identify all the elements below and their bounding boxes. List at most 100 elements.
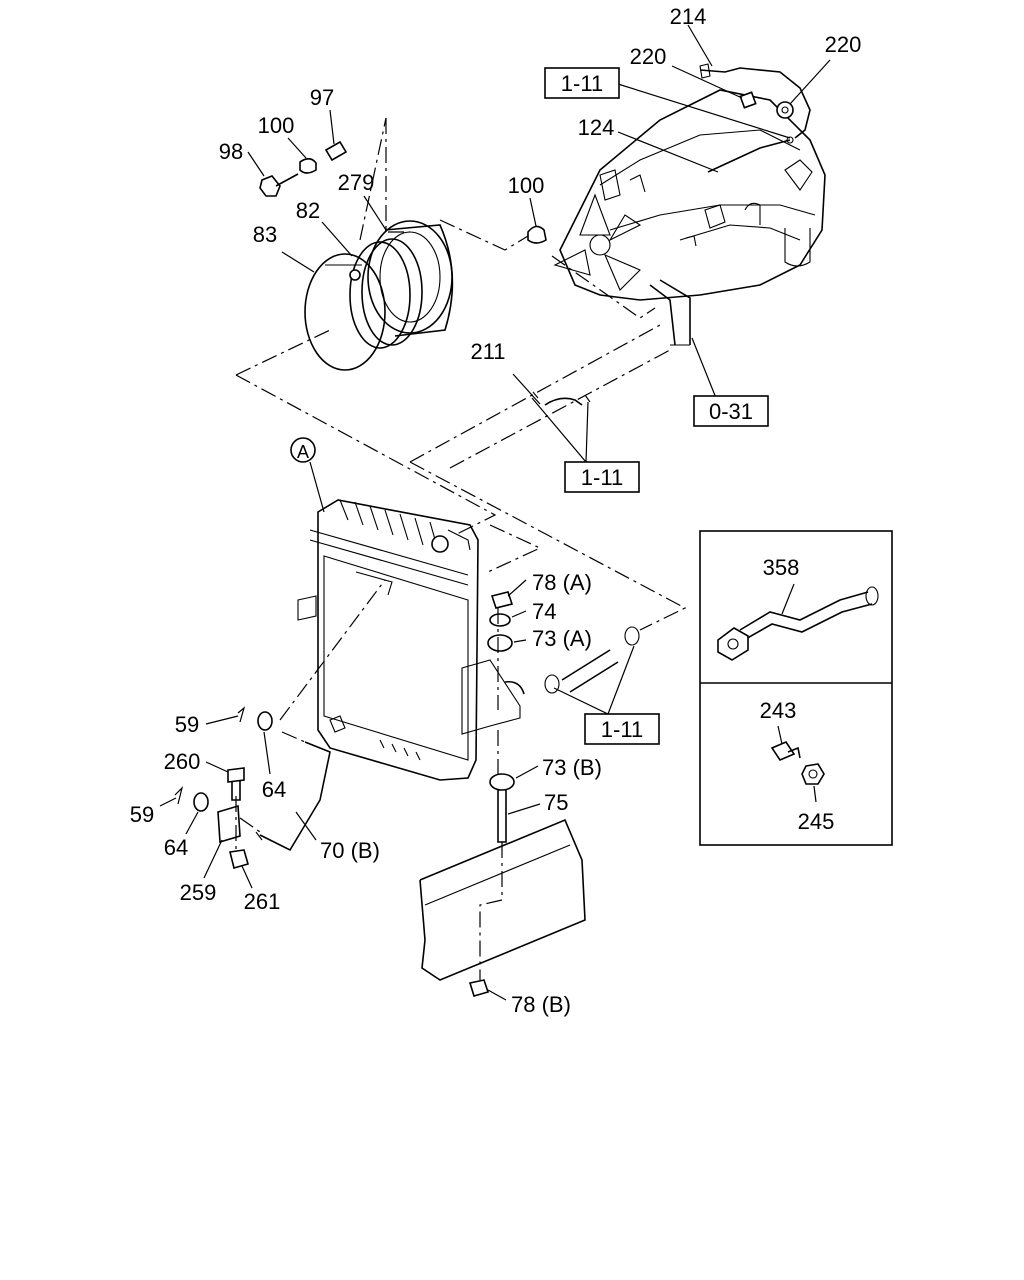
radiator-core (323, 555, 469, 761)
label-73a: 73 (A) (532, 626, 592, 651)
ref-box-1-11-b[interactable]: 1-11 (564, 461, 640, 493)
label-82: 82 (296, 198, 320, 223)
leader-245 (813, 785, 817, 803)
leader-83 (281, 251, 315, 273)
ref-label: 1-11 (581, 465, 623, 490)
label-64a: 64 (262, 777, 286, 802)
leader-243 (777, 725, 783, 745)
bolt-98 (259, 173, 299, 197)
leader-73a (513, 639, 527, 643)
radiator-top-bars (309, 529, 469, 586)
engine-pan-line (679, 224, 801, 241)
thermostat-outlet (629, 174, 646, 193)
cooling-fan (553, 193, 642, 291)
label-83: 83 (253, 222, 277, 247)
conn-fan (551, 255, 656, 319)
leader-111a (617, 83, 791, 139)
pipe-214-fitting (699, 63, 711, 79)
label-70b: 70 (B) (320, 838, 380, 863)
nut-220-b-body (776, 101, 794, 119)
bracket-259 (217, 804, 241, 844)
pipe-358 (717, 586, 879, 661)
leader-59b (159, 797, 177, 807)
label-73b: 73 (B) (542, 755, 602, 780)
fitting-243-body (770, 741, 796, 761)
radiator-outlet (504, 680, 525, 695)
inset-box (699, 530, 893, 846)
ref-label: 0-31 (709, 399, 753, 424)
clamp-83 (304, 253, 386, 371)
conn-duct-top (359, 117, 387, 241)
radiator-bracket (355, 571, 393, 596)
conn-upper-hose-a (409, 324, 661, 463)
leader-70b (295, 811, 317, 841)
hose-82-ring-a (349, 241, 411, 349)
ref-box-frame (564, 461, 640, 493)
ref-box-0-31[interactable]: 0-31 (693, 395, 769, 427)
washer-74 (489, 613, 511, 627)
leader-211 (512, 373, 541, 405)
leader-A (309, 461, 325, 513)
label-59b: 59 (130, 802, 154, 827)
leader-100b (529, 197, 537, 227)
radiator-bottom-teeth (379, 739, 421, 761)
sleeve-97 (324, 140, 348, 162)
engine-outline (559, 89, 826, 301)
fan-hub (589, 234, 611, 256)
gasket-64-a (257, 711, 273, 731)
washer-100-a (299, 157, 317, 174)
gasket-64-b (193, 792, 209, 812)
conn-drain-radiator (279, 579, 386, 721)
hose-211-clamps (532, 391, 591, 403)
conn-duct-grommet (439, 219, 529, 251)
leader-82 (321, 221, 353, 257)
bolt-260 (227, 767, 245, 801)
pipe-358-fitting-hole (727, 638, 739, 650)
conn-97-duct (385, 118, 410, 233)
leader-97 (329, 109, 335, 145)
fan-blade-4 (608, 214, 642, 242)
label-78b: 78 (B) (511, 992, 571, 1017)
grommet-100-b (527, 225, 547, 244)
nut-245 (801, 763, 825, 785)
leader-64a (263, 731, 271, 775)
radiator-mount-tab (297, 595, 317, 621)
label-214: 214 (670, 4, 707, 29)
drain-pipe-70b (259, 741, 331, 852)
radiator-frame (317, 499, 479, 781)
leader-78b (487, 989, 507, 1001)
ref-box-frame (693, 395, 769, 427)
conn-upper-hose-b (449, 349, 671, 469)
ref-box-1-11-c[interactable]: 1-11 (584, 713, 660, 745)
drain-pipe-70b-end (255, 831, 263, 841)
conn-duct-radiator (235, 374, 497, 536)
label-261: 261 (244, 889, 281, 914)
label-358: 358 (763, 555, 800, 580)
label-100b: 100 (508, 173, 545, 198)
pipe-358-end (865, 586, 879, 606)
ref-box-1-11-a[interactable]: 1-11 (544, 67, 620, 99)
engine-head-line (599, 129, 801, 186)
label-279: 279 (338, 170, 375, 195)
nut-78a (490, 591, 514, 609)
label-260: 260 (164, 749, 201, 774)
leader-358 (781, 583, 795, 615)
nut-220-a (739, 91, 757, 109)
nut-78b (468, 979, 490, 997)
engine-assembly (559, 89, 826, 301)
view-marker-circle (290, 437, 316, 463)
nut-245-hole (808, 769, 818, 779)
duct-279-body (384, 224, 454, 337)
inset-frame (699, 530, 893, 846)
engine-block-line (609, 204, 816, 231)
connection-lines (235, 117, 687, 980)
radiator-tank-fins (339, 499, 439, 551)
bolt-98-shank (275, 173, 299, 187)
hose-82-ring-b (361, 238, 423, 346)
upper-hose (649, 279, 691, 346)
leader-124 (617, 131, 719, 173)
conn-drain-top (281, 731, 306, 743)
engine-bracket (784, 159, 813, 191)
nut-220-b (776, 101, 794, 119)
clip-59-a (237, 706, 246, 723)
